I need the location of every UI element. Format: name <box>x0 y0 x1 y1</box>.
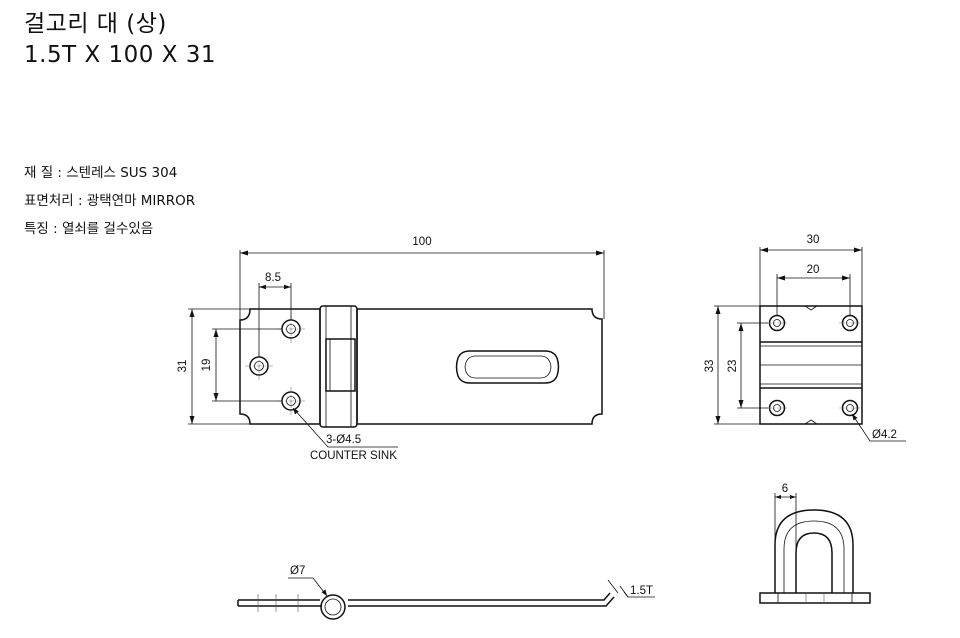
staple-hole-leader-line <box>851 413 906 442</box>
mounting-hole <box>839 314 861 332</box>
staple-loop-outer <box>774 509 854 593</box>
drawing-size: 1.5T X 100 X 31 <box>24 42 217 68</box>
staple-hole-note: Ø4.2 <box>872 429 897 441</box>
hinge-middle-knuckle <box>325 338 356 392</box>
dim-height: 31 <box>177 360 189 373</box>
staple-base-plate <box>759 592 871 604</box>
dim-loop: 6 <box>782 483 788 495</box>
dim-staple-height: 33 <box>704 360 716 373</box>
hole-note: 3-Ø4.5 <box>326 434 361 446</box>
hasp-slot-outline <box>455 350 560 384</box>
dim-hole-offset: 8.5 <box>265 272 281 284</box>
hinge-leaf-side <box>237 599 322 607</box>
hinge-leaf-outline <box>239 308 321 425</box>
dim-hole-span: 19 <box>201 359 213 372</box>
hinge-knuckle <box>319 305 358 428</box>
mounting-hole <box>839 399 861 417</box>
spec-feature: 특징 : 열쇠를 걸수있음 <box>24 221 154 237</box>
spec-surface: 표면처리 : 광택연마 MIRROR <box>24 193 196 209</box>
hinge-pin-outer <box>320 594 346 620</box>
mounting-hole <box>766 314 788 332</box>
dim-pin: Ø7 <box>290 565 305 577</box>
hasp-plate-side <box>348 592 615 607</box>
hasp-side-view: Ø7 1.5T <box>237 565 655 620</box>
staple-base-outline <box>759 305 863 425</box>
dim-length: 100 <box>412 236 431 248</box>
hole-note-countersink: COUNTER SINK <box>310 450 397 462</box>
spec-material: 재 질 : 스텐레스 SUS 304 <box>24 165 178 181</box>
hasp-front-view: 100 8.5 31 19 3-Ø4.5 COUNTER SINK <box>177 236 605 462</box>
dim-staple-hole-span: 20 <box>807 264 820 276</box>
dim-staple-hole-v-span: 23 <box>727 360 739 373</box>
thickness-leader-line <box>623 591 655 598</box>
pin-leader-line <box>288 577 328 597</box>
staple-top-view: 30 20 33 23 Ø4.2 <box>704 234 906 442</box>
mounting-hole <box>766 399 788 417</box>
hole-leader-line <box>292 407 398 448</box>
drawing-title: 걸고리 대 (상) <box>24 11 167 37</box>
hasp-plate-outline <box>356 308 603 425</box>
staple-side-view: 6 <box>759 483 871 604</box>
staple-loop-inner <box>795 532 833 593</box>
dim-staple-width: 30 <box>807 234 820 246</box>
dim-thickness: 1.5T <box>630 585 653 597</box>
